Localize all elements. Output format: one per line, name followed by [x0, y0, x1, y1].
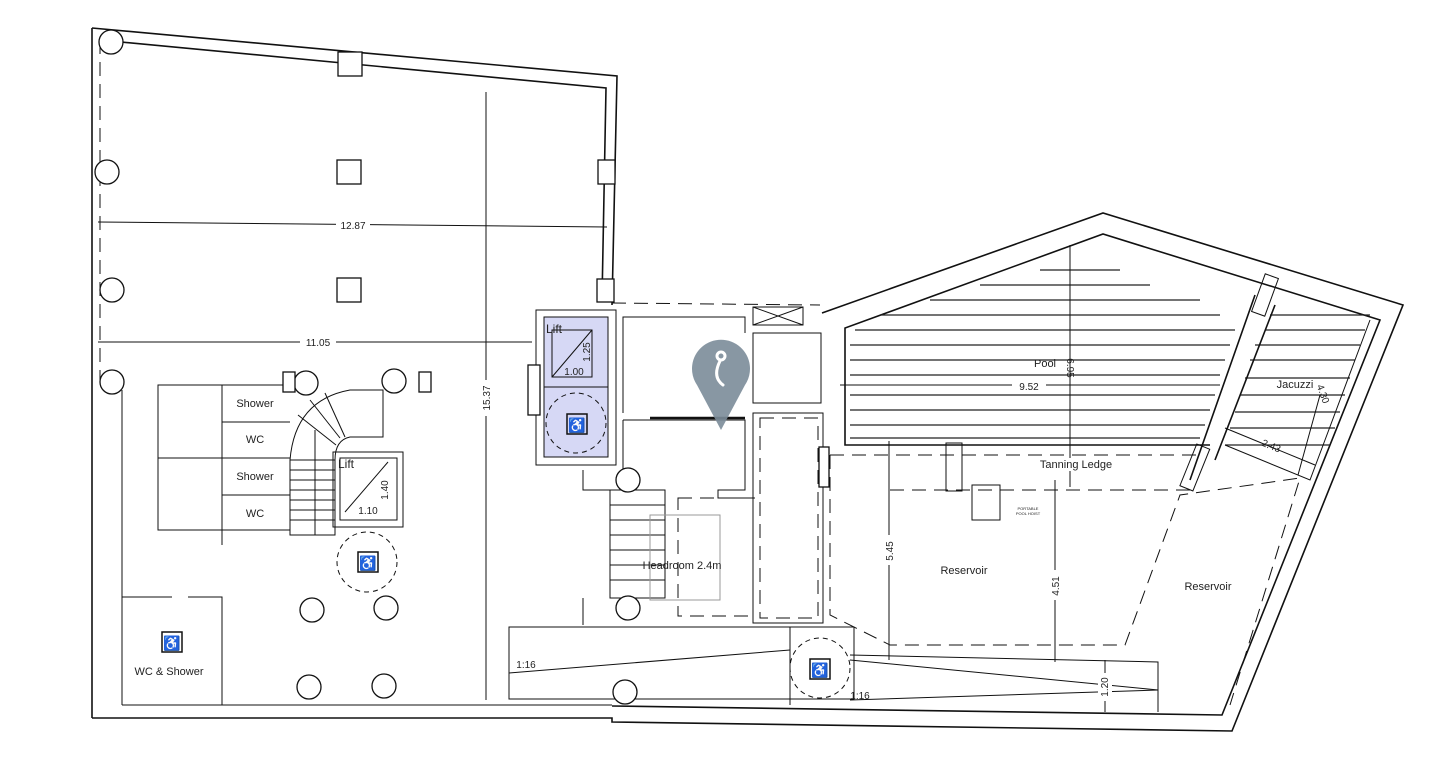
location-pin-icon[interactable]	[692, 339, 750, 430]
jacuzzi-label: Jacuzzi	[1277, 379, 1314, 391]
room-wc-2: WC	[246, 508, 264, 520]
room-shower-2: Shower	[236, 471, 274, 483]
lift2-label: Lift	[338, 457, 355, 471]
tanning-ledge-label: Tanning Ledge	[1040, 459, 1112, 471]
dim-jacuzzi-w: 2.43	[1260, 438, 1283, 456]
dim-height-left: 15.37	[482, 385, 493, 410]
headroom-label: Headroom 2.4m	[643, 560, 722, 572]
columns	[94, 29, 830, 705]
dim-width-top: 12.87	[340, 221, 365, 232]
room-shower-1: Shower	[236, 398, 274, 410]
slope-1-label: 1:16	[516, 660, 536, 671]
room-wc-shower: WC & Shower	[134, 666, 203, 678]
svg-text:♿: ♿	[568, 417, 585, 434]
pool-water	[850, 269, 1370, 446]
wheelchair-icon: ♿	[357, 551, 379, 573]
svg-text:♿: ♿	[811, 662, 828, 679]
dim-res-h: 5.45	[885, 541, 896, 561]
wheelchair-icon: ♿	[566, 413, 588, 435]
hoist-label-1: PORTABLE	[1018, 506, 1039, 511]
slope-2-label: 1:16	[850, 691, 870, 702]
svg-text:♿: ♿	[163, 635, 180, 652]
dim-lift1-h: 1.25	[582, 342, 593, 362]
wheelchair-icon: ♿	[809, 658, 831, 680]
dim-jacuzzi-h: 4.30	[1314, 383, 1331, 405]
reservoir-1-label: Reservoir	[940, 565, 987, 577]
pool-label: Pool	[1034, 358, 1056, 370]
dim-pool-w: 9.52	[1019, 382, 1039, 393]
walls	[91, 27, 1405, 732]
dim-width-mid: 11.05	[306, 338, 331, 349]
lift1-label: Lift	[546, 322, 563, 336]
hoist-label-2: POOL HOIST	[1016, 511, 1041, 516]
dim-pool-h: 6.95	[1064, 358, 1075, 378]
dim-lift1-w: 1.00	[564, 367, 584, 378]
svg-text:♿: ♿	[359, 555, 376, 572]
dim-lift2-w: 1.10	[358, 506, 378, 517]
labels: 12.87 11.05 15.37 Lift 1.25 1.00 Lift 1.…	[134, 215, 1331, 702]
reservoir-2-label: Reservoir	[1184, 581, 1231, 593]
wheelchair-icons: ♿ ♿ ♿ ♿	[161, 413, 831, 680]
dim-ramp-w: 1.20	[1100, 677, 1111, 697]
dim-res-h2: 4.51	[1051, 576, 1062, 596]
room-wc-1: WC	[246, 434, 264, 446]
dim-lift2-h: 1.40	[380, 480, 391, 500]
wheelchair-icon: ♿	[161, 631, 183, 653]
